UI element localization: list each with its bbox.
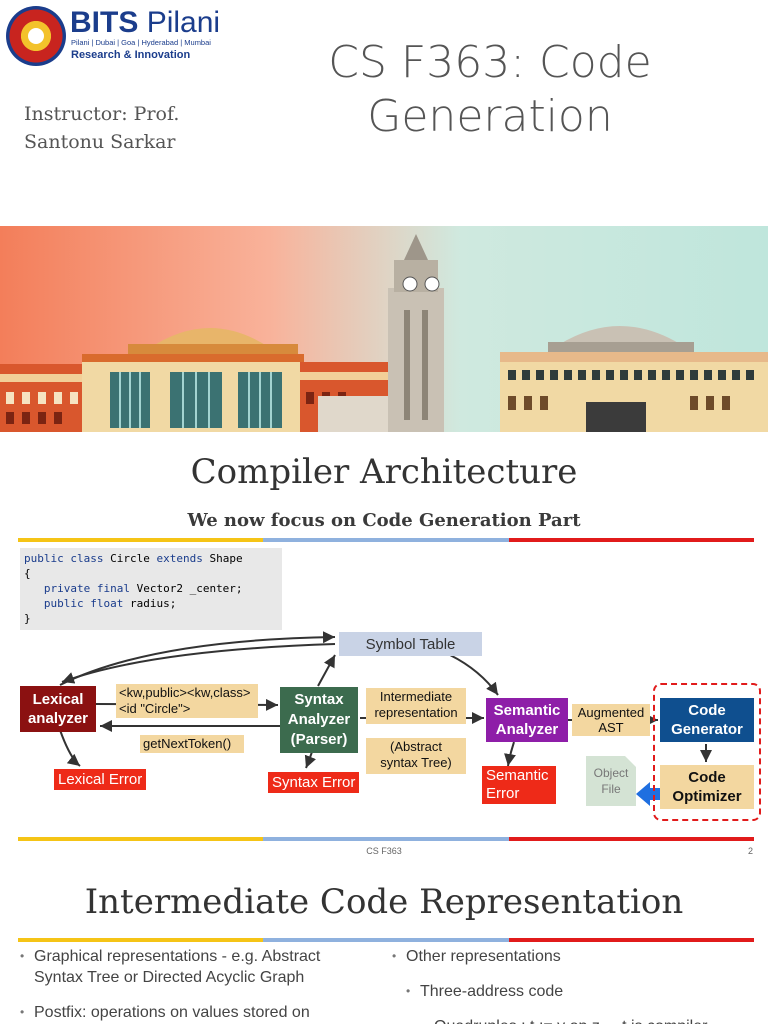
list-item: Quadruples : t := y op z t is compiler [420, 1016, 762, 1024]
bottom-stripe [18, 837, 754, 841]
lexical-error-label: Lexical Error [54, 769, 147, 790]
list-item: Other representations [392, 946, 762, 967]
logo-campuses: Pilani | Dubai | Goa | Hyderabad | Mumba… [71, 38, 211, 47]
list-item: Postfix: operations on values stored on [20, 1002, 364, 1023]
syntax-error-label: Syntax Error [268, 772, 360, 793]
ast-note: (Abstract syntax Tree) [366, 738, 466, 774]
campus-illustration [0, 226, 768, 432]
logo-tagline: Research & Innovation [71, 49, 191, 61]
slide-title: CS F363: Code Generation [328, 37, 652, 142]
list-item: Three-address code [406, 981, 762, 1002]
list-item: Graphical representations - e.g. Abstrac… [20, 946, 364, 988]
get-next-token-note: getNextToken() [140, 735, 244, 753]
bits-seal-icon [6, 6, 66, 66]
augmented-ast-note: Augmented AST [572, 704, 650, 736]
bits-logo-text: BITS Pilani [70, 6, 221, 39]
top-stripe [18, 538, 754, 542]
architecture-slide: Compiler Architecture We now focus on Co… [0, 440, 768, 860]
footer-course: CS F363 [366, 846, 402, 856]
tokens-note: <kw,public><kw,class> <id "Circle"> [116, 684, 258, 718]
slide3-stripe [18, 938, 754, 942]
instructor-name: Instructor: Prof. Santonu Sarkar [24, 103, 180, 153]
object-file-icon: Object File [586, 756, 636, 806]
syntax-analyzer-box: Syntax Analyzer (Parser) [280, 687, 358, 753]
intermediate-code-slide: Intermediate Code Representation Graphic… [0, 868, 768, 1024]
slide-subtitle: We now focus on Code Generation Part [187, 510, 581, 531]
semantic-error-label: Semantic Error [482, 766, 556, 804]
slide-title: Compiler Architecture [190, 452, 578, 492]
lexical-analyzer-box: Lexical analyzer [20, 686, 96, 732]
page-number: 2 [748, 846, 754, 856]
code-generation-highlight [653, 683, 761, 821]
symbol-table-box: Symbol Table [339, 632, 482, 656]
intermediate-representation-note: Intermediate representation [366, 688, 466, 724]
right-bullet-list: Other representations Three-address code… [392, 946, 762, 1024]
code-generator-box: Code Generator [660, 698, 754, 742]
slide-title: Intermediate Code Representation [84, 882, 684, 922]
semantic-analyzer-box: Semantic Analyzer [486, 698, 568, 742]
code-optimizer-box: Code Optimizer [660, 765, 754, 809]
code-sample: public class Circle extends Shape { priv… [20, 548, 282, 630]
left-bullet-list: Graphical representations - e.g. Abstrac… [20, 946, 364, 1024]
title-slide: BITS Pilani Pilani | Dubai | Goa | Hyder… [0, 0, 768, 440]
